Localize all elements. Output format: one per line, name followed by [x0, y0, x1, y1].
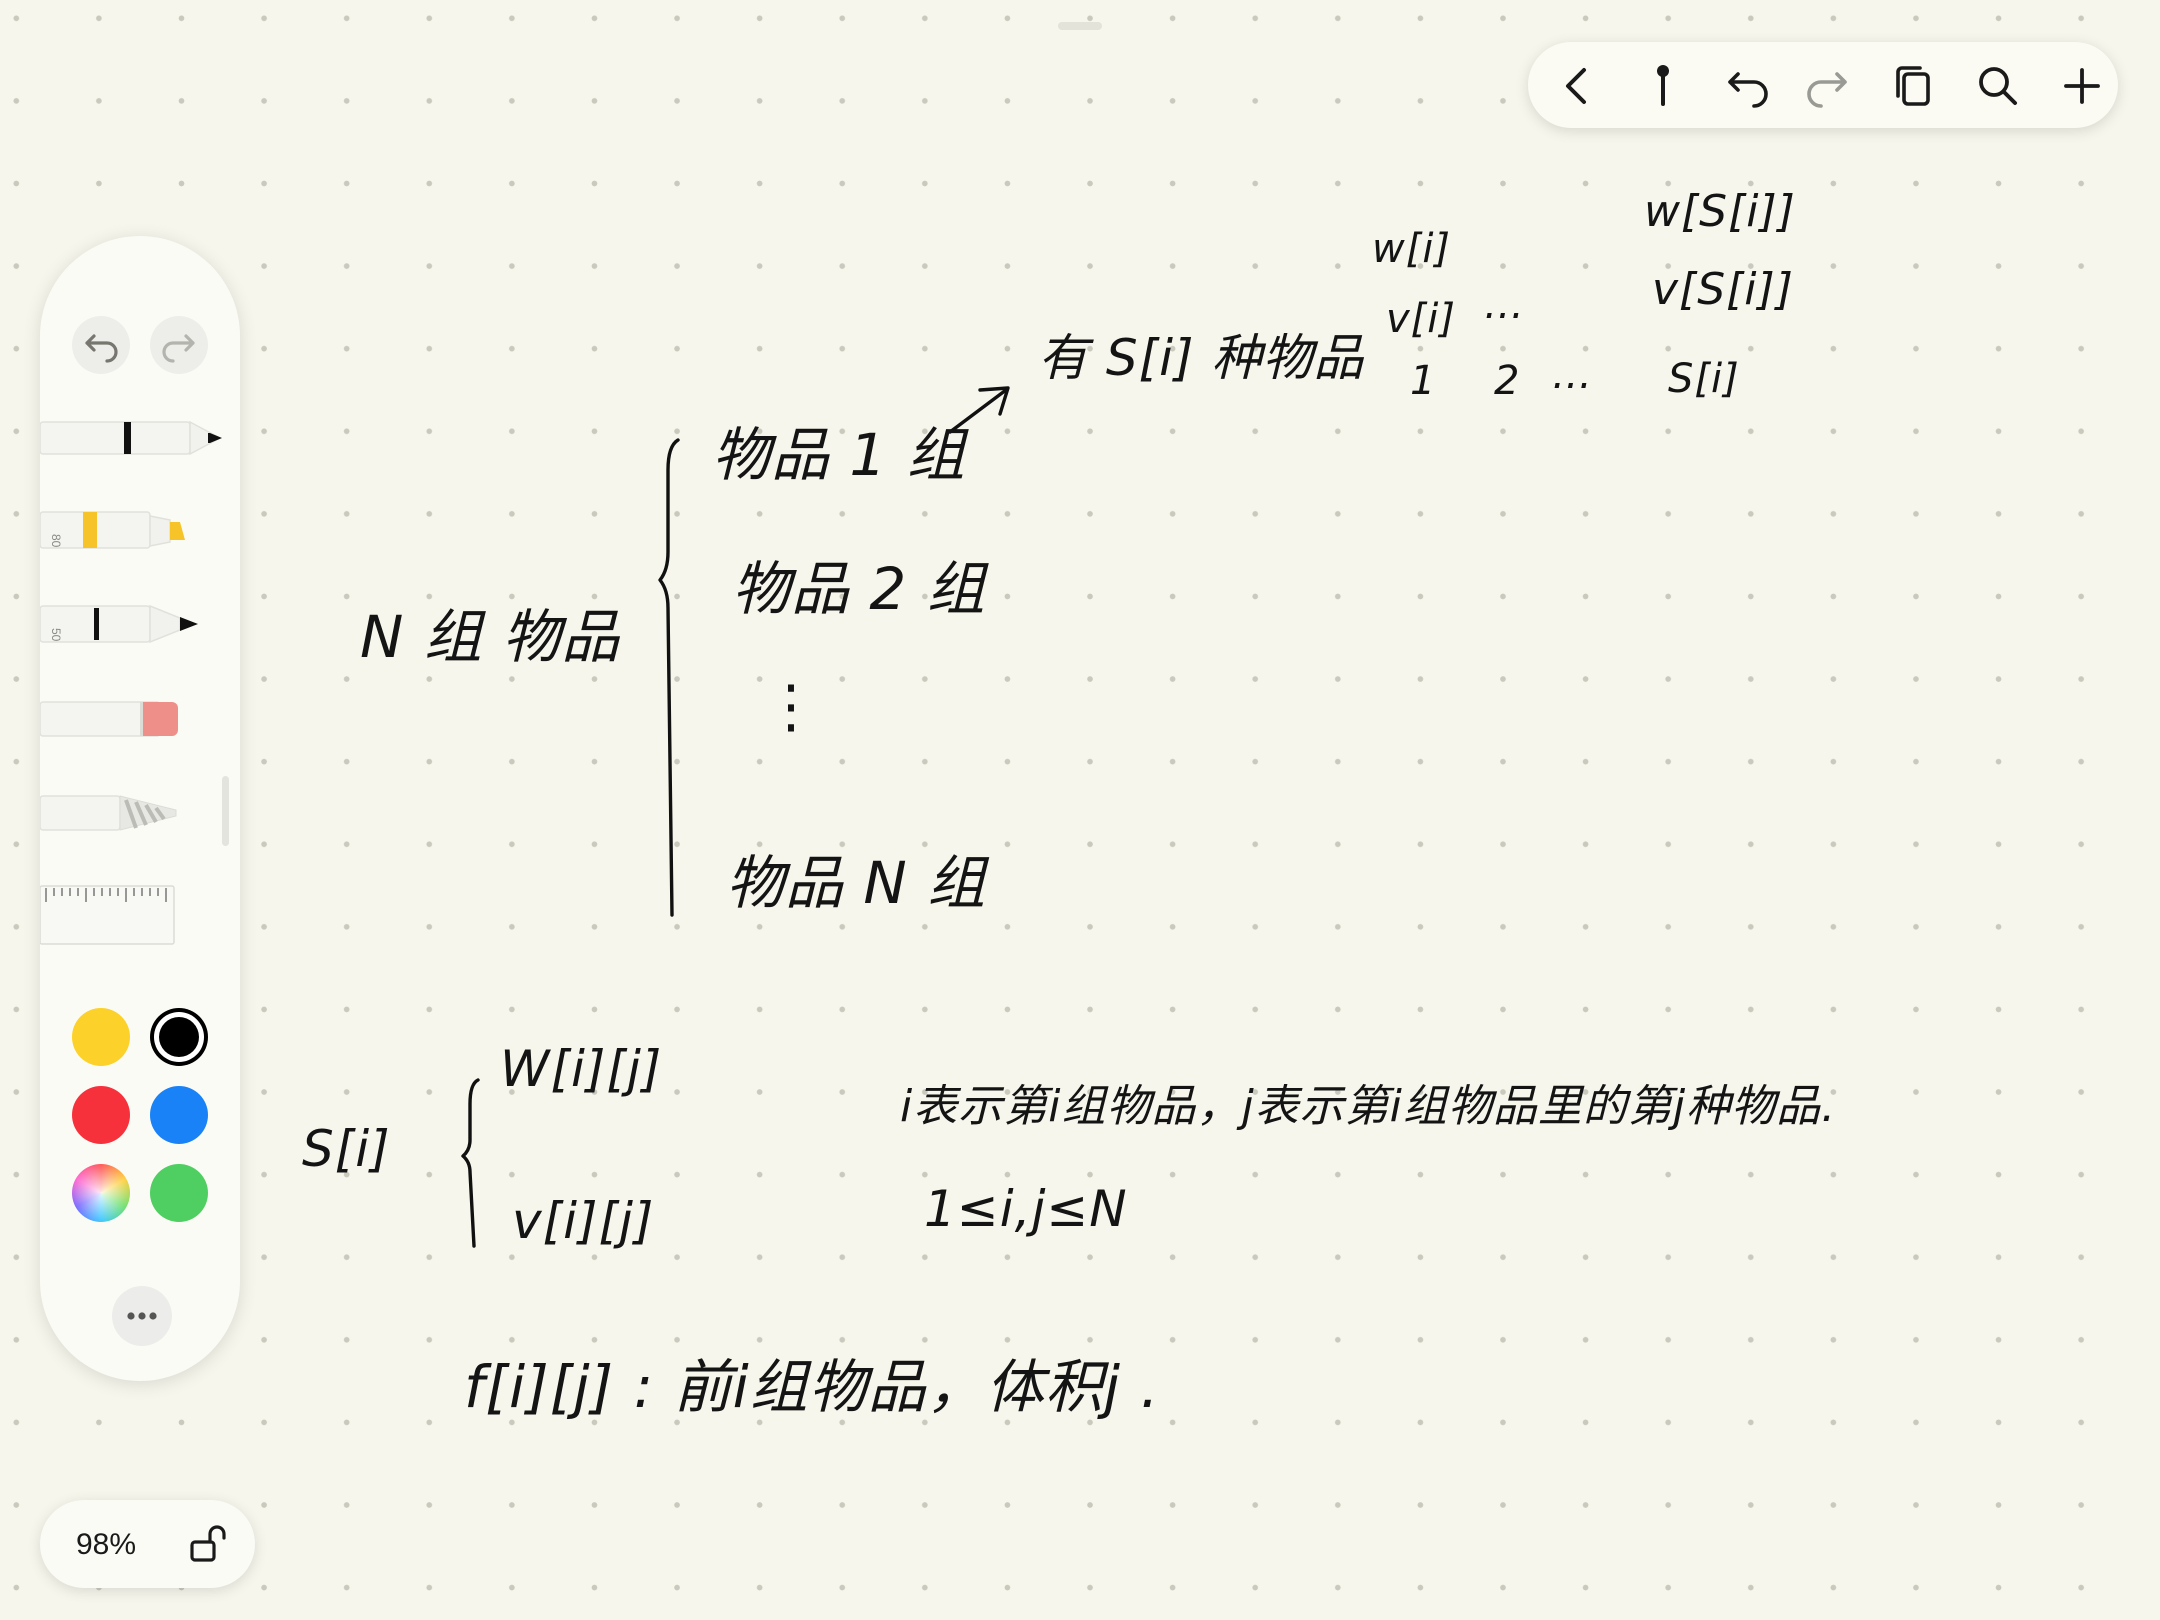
note-w-last: w[S[i]]: [1644, 186, 1796, 237]
highlighter-tool[interactable]: 80: [40, 492, 230, 572]
search-icon: [1979, 67, 2017, 105]
arrow-head: [978, 386, 1010, 416]
color-swatch-green[interactable]: [150, 1164, 208, 1222]
eraser-tool[interactable]: [40, 680, 230, 760]
eraser-icon: [40, 701, 178, 737]
more-options-button[interactable]: [112, 1286, 172, 1346]
note-v-last: v[S[i]]: [1652, 264, 1794, 315]
note-group-n: 物品 N 组: [726, 849, 987, 917]
note-v-first: v[i]: [1386, 296, 1456, 342]
note-n-groups: N 组 物品: [360, 603, 621, 671]
palette-undo-button[interactable]: [72, 316, 130, 374]
note-group-dots: ⋮: [762, 672, 821, 740]
undo-button[interactable]: [1718, 58, 1774, 114]
plus-icon: [2064, 68, 2100, 104]
note-w-ij: W[i][j]: [500, 1040, 663, 1098]
multicolor-highlight: [72, 1164, 130, 1222]
note-index-2: 2: [1494, 358, 1521, 404]
color-swatch-black[interactable]: [150, 1008, 208, 1066]
lasso-icon: [40, 795, 177, 831]
note-group-1: 物品 1 组: [712, 421, 966, 489]
pages-icon: [1896, 66, 1930, 106]
redo-button[interactable]: [1801, 58, 1857, 114]
small-brace: [461, 1078, 480, 1248]
pencil-width-label: 50: [49, 628, 63, 642]
ellipsis-icon: [127, 1312, 157, 1320]
zoom-level: 98%: [76, 1528, 137, 1561]
note-meaning: i表示第i组物品，j表示第i组物品里的第j种物品.: [900, 1081, 1837, 1132]
note-group-2: 物品 2 组: [732, 555, 986, 623]
note-s-label: S[i]: [302, 1120, 391, 1178]
note-f-definition: f[i][j] : 前i组物品，体积j .: [464, 1353, 1160, 1421]
large-brace: [658, 438, 680, 917]
note-dots-mid: …: [1484, 282, 1525, 328]
unlock-icon[interactable]: [186, 1520, 234, 1568]
note-range: 1≤i,j≤N: [924, 1180, 1128, 1238]
highlighter-icon: 80: [40, 511, 185, 549]
note-index-1: 1: [1410, 358, 1437, 404]
redo-icon: [162, 334, 195, 363]
note-has-items: 有 S[i] 种物品: [1038, 329, 1365, 387]
palette-redo-button[interactable]: [150, 316, 208, 374]
add-page-button[interactable]: [2054, 58, 2110, 114]
color-swatch-yellow[interactable]: [72, 1008, 130, 1066]
pages-button[interactable]: [1886, 58, 1942, 114]
color-swatch-blue[interactable]: [150, 1086, 208, 1144]
redo-icon: [1807, 72, 1847, 108]
chevron-left-icon: [1566, 68, 1586, 104]
note-index-dots: …: [1552, 352, 1593, 398]
note-w-first: w[i]: [1372, 226, 1452, 272]
arrow-shaft: [948, 388, 1008, 434]
window-grabber[interactable]: [1058, 22, 1102, 30]
ruler-tool[interactable]: [40, 868, 230, 948]
pencil-tool[interactable]: 50: [40, 586, 230, 666]
zoom-control[interactable]: 98%: [40, 1500, 255, 1588]
pencil-icon: 50: [40, 604, 198, 644]
pen-icon: [40, 420, 222, 456]
top-toolbar: [1528, 42, 2118, 128]
undo-icon: [1728, 72, 1768, 108]
back-button[interactable]: [1550, 58, 1606, 114]
highlighter-width-label: 80: [49, 534, 63, 548]
note-v-ij: v[i][j]: [512, 1192, 655, 1250]
palette-scroll-indicator[interactable]: [222, 776, 229, 846]
pin-button[interactable]: [1635, 58, 1691, 114]
color-swatch-multicolor[interactable]: [72, 1164, 130, 1222]
undo-icon: [85, 334, 118, 363]
pin-icon: [1657, 65, 1669, 106]
tool-palette: 80 50: [40, 236, 240, 1381]
pen-tool[interactable]: [40, 398, 230, 478]
color-swatch-red[interactable]: [72, 1086, 130, 1144]
search-button[interactable]: [1970, 58, 2026, 114]
ruler-icon: [40, 885, 175, 945]
selected-color-dot: [159, 1017, 199, 1057]
note-index-last: S[i]: [1668, 356, 1740, 402]
lasso-tool[interactable]: [40, 774, 230, 854]
